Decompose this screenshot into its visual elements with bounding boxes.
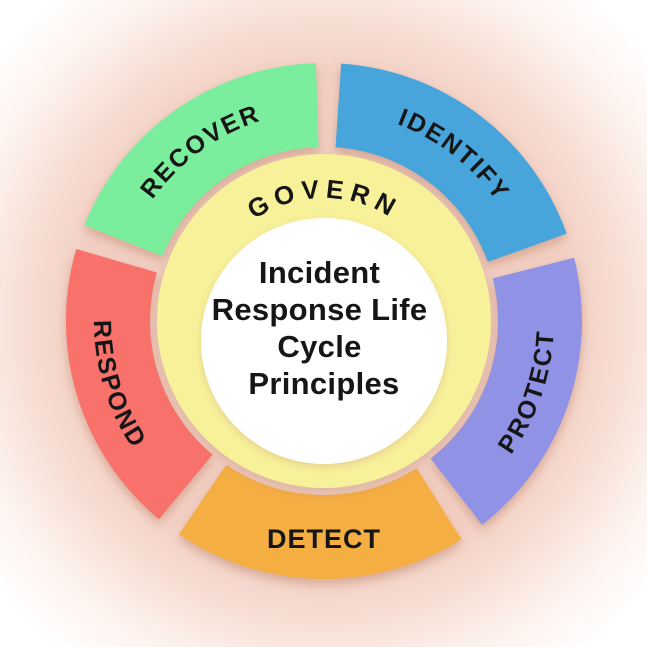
center-circle <box>201 218 447 464</box>
center-title-line: Cycle <box>277 329 361 364</box>
center-title-line: Response Life <box>212 292 428 327</box>
center-title: Incident Response Life Cycle Principles <box>212 255 437 401</box>
center-title-line: Incident <box>259 255 380 290</box>
segment-protect <box>430 257 583 525</box>
center-title-line: Principles <box>248 366 399 401</box>
segment-respond <box>65 249 213 520</box>
outer-segments <box>65 63 583 580</box>
segment-recover <box>84 63 319 257</box>
segment-label-detect: DETECT <box>267 524 381 554</box>
segment-identify <box>335 63 567 263</box>
segment-detect <box>178 464 462 580</box>
